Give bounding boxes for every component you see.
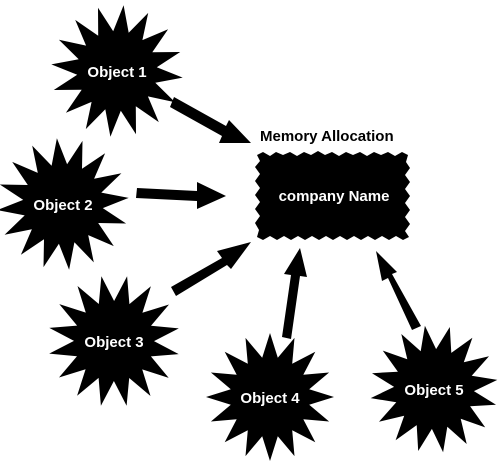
- starburst-shape: [51, 5, 183, 137]
- object-4-node: Object 4: [206, 333, 334, 461]
- starburst-shape: [370, 325, 498, 453]
- object-5-node: Object 5: [370, 325, 498, 453]
- memory-block-label: company Name: [279, 188, 390, 205]
- starburst-shape: [49, 276, 179, 406]
- memory-allocation-title: Memory Allocation: [260, 128, 394, 145]
- starburst-shape: [206, 333, 334, 461]
- starburst-shape: [0, 138, 129, 270]
- object-4-label: Object 4: [240, 390, 300, 407]
- object-3-node: Object 3: [49, 276, 179, 406]
- arrow-object3-to-memory: [171, 242, 251, 296]
- object-3-label: Object 3: [84, 334, 143, 351]
- object-1-node: Object 1: [51, 5, 183, 137]
- object-2-node: Object 2: [0, 138, 129, 270]
- arrows: [136, 97, 421, 339]
- memory-block-shape: [255, 151, 410, 240]
- object-2-label: Object 2: [33, 197, 92, 214]
- memory-block: Memory Allocation company Name: [255, 128, 410, 240]
- object-starbursts: Object 1 Object 2 Object 3 Object 4 Object 5: [0, 5, 498, 461]
- arrow-object4-to-memory: [282, 248, 307, 339]
- arrow-object1-to-memory: [170, 97, 251, 143]
- arrow-object5-to-memory: [376, 251, 421, 330]
- object-5-label: Object 5: [404, 382, 463, 399]
- arrow-object2-to-memory: [136, 182, 226, 209]
- object-1-label: Object 1: [87, 64, 146, 81]
